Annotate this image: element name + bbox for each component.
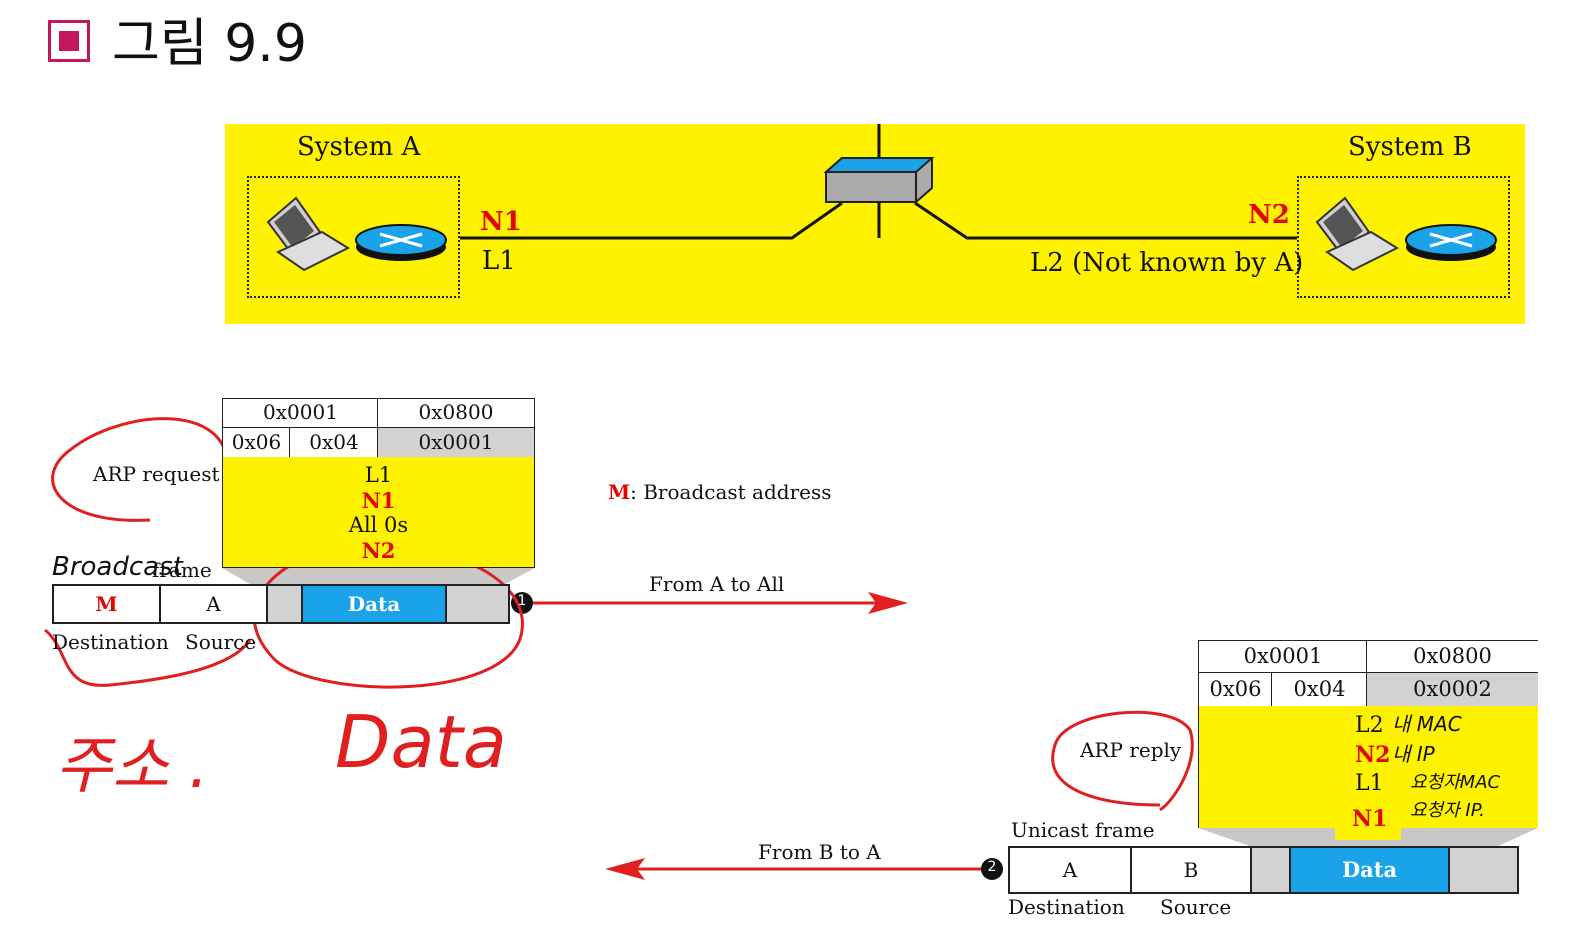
- request-proto-len: 0x04: [289, 427, 379, 458]
- annotation-my-ip: 내 IP: [1392, 742, 1435, 766]
- router-icon-a: [355, 224, 447, 261]
- reply-src-cell: B: [1130, 846, 1252, 894]
- annotation-requester-ip: 요청자 IP.: [1410, 800, 1485, 821]
- n1-label: N1: [480, 207, 522, 237]
- router-icon-b: [1405, 224, 1497, 261]
- annotation-requester-mac: 요청자MAC: [1410, 772, 1501, 793]
- l2-label: L2 (Not known by A): [1030, 248, 1304, 278]
- request-dest-cell: M: [52, 584, 161, 624]
- annotation-my-mac: 내 MAC: [1392, 712, 1462, 736]
- reply-type-cell: [1250, 846, 1291, 894]
- link-l2: [914, 201, 1297, 240]
- request-type-cell: [266, 584, 303, 624]
- request-dest-caption: Destination: [52, 630, 169, 654]
- broadcast-note: M: Broadcast address: [608, 480, 832, 504]
- request-target-ip: N2: [361, 538, 396, 563]
- request-sender-ip: N1: [361, 488, 396, 513]
- handwritten-broadcast: Broadcast: [52, 552, 183, 582]
- n2-label: N2: [1248, 200, 1290, 230]
- request-data-cell: Data: [301, 584, 447, 624]
- laptop-icon-b: [1315, 196, 1400, 272]
- request-sender-mac: L1: [364, 463, 393, 487]
- arp-request-label: ARP request: [93, 462, 220, 486]
- reply-operation: 0x0002: [1366, 672, 1538, 707]
- ink-stroke-destination: [44, 628, 252, 687]
- laptop-icon-a: [266, 196, 351, 272]
- reply-dest-caption: Destination: [1008, 895, 1125, 919]
- reply-crc-cell: [1448, 846, 1519, 894]
- request-hw-len: 0x06: [222, 427, 291, 458]
- request-hw-type: 0x0001: [222, 398, 379, 428]
- l1-label: L1: [482, 246, 516, 276]
- request-src-caption: Source: [185, 630, 257, 654]
- step-2-badge: 2: [987, 859, 997, 875]
- link-l1: [460, 201, 843, 240]
- page-title: 그림 9.9: [112, 14, 307, 74]
- switch-icon: [823, 157, 935, 203]
- title-square-icon: [48, 20, 90, 62]
- arp-reply-label: ARP reply: [1080, 738, 1182, 762]
- reply-frame-label: Unicast frame: [1011, 818, 1155, 842]
- reply-sender-mac: L2: [1355, 713, 1384, 738]
- reply-hw-type: 0x0001: [1198, 640, 1368, 674]
- broadcast-note-text: : Broadcast address: [630, 480, 832, 504]
- reply-data-cell: Data: [1289, 846, 1450, 894]
- request-crc-cell: [445, 584, 510, 624]
- broadcast-note-key: M: [608, 480, 631, 504]
- handwritten-address: 주소 .: [55, 729, 209, 802]
- reply-target-mac: L1: [1355, 771, 1384, 796]
- system-b-label: System B: [1348, 132, 1472, 162]
- system-a-box: [247, 176, 460, 298]
- reply-arrow: [605, 858, 1003, 880]
- request-target-mac: All 0s: [348, 513, 409, 537]
- request-operation: 0x0001: [377, 427, 535, 458]
- handwritten-data: Data: [335, 700, 507, 784]
- request-arrow-label: From A to All: [649, 572, 785, 596]
- ink-circle-reply: [1051, 710, 1194, 812]
- request-proto-type: 0x0800: [377, 398, 535, 428]
- reply-n1-highlight: [1335, 794, 1401, 840]
- reply-dest-cell: A: [1008, 846, 1132, 894]
- request-src-cell: A: [159, 584, 268, 624]
- request-connector: [222, 568, 535, 584]
- reply-arrow-label: From B to A: [758, 840, 881, 864]
- reply-src-caption: Source: [1160, 895, 1232, 919]
- request-frame-label: frame: [152, 558, 212, 582]
- system-b-box: [1297, 176, 1510, 298]
- reply-sender-ip: N2: [1355, 742, 1391, 768]
- system-a-label: System A: [297, 132, 421, 162]
- reply-proto-type: 0x0800: [1366, 640, 1538, 674]
- reply-hw-len: 0x06: [1198, 672, 1273, 707]
- request-body: L1 N1 All 0s N2: [222, 457, 535, 568]
- reply-target-ip: N1: [1352, 806, 1388, 832]
- reply-proto-len: 0x04: [1271, 672, 1368, 707]
- step-1-badge: 1: [517, 593, 527, 609]
- request-arrow: [511, 592, 908, 614]
